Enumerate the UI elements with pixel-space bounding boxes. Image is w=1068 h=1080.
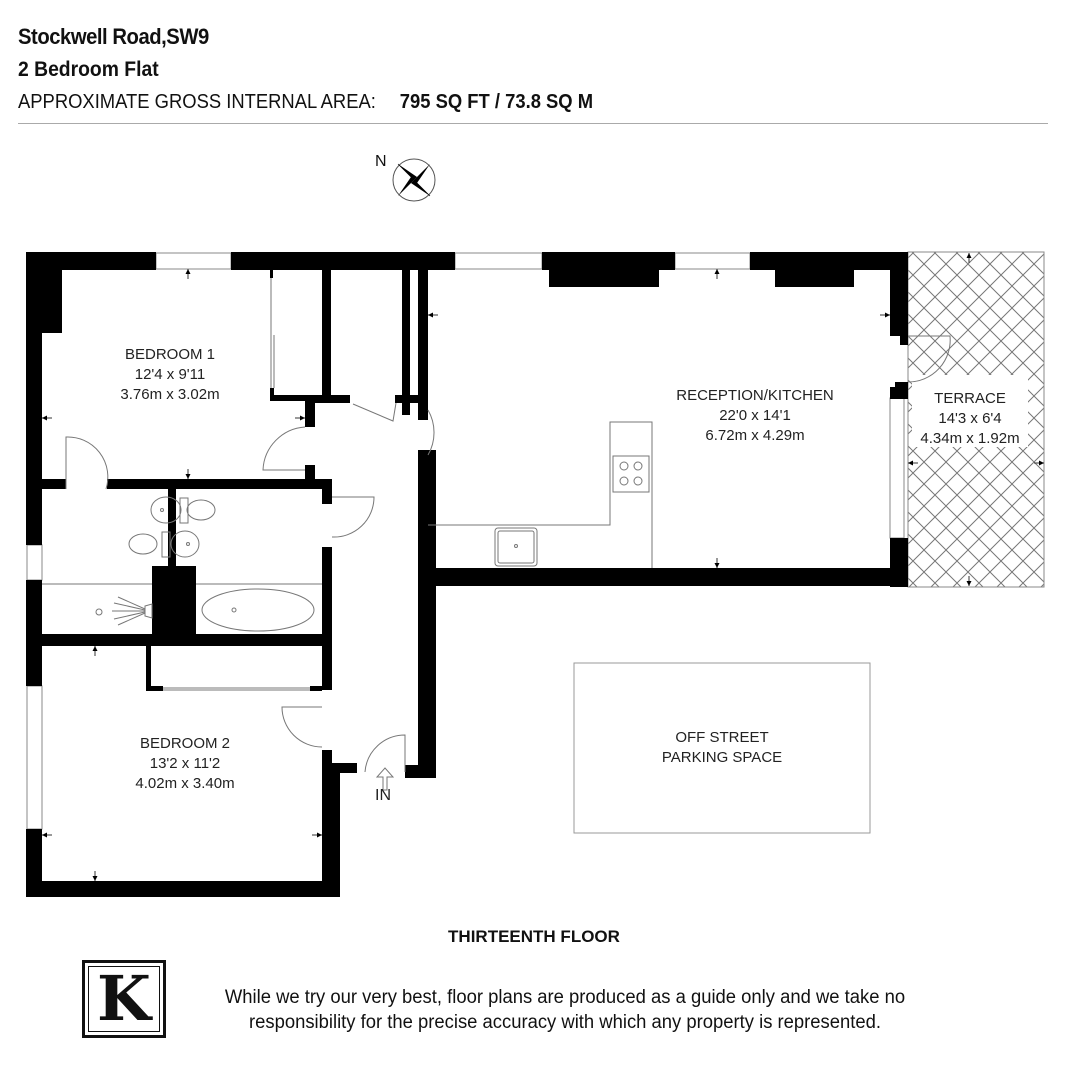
entrance-label: IN <box>375 787 391 804</box>
room-dimensions-metric: 4.02m x 3.40m <box>135 775 235 792</box>
room-bedroom-2: BEDROOM 2 13'2 x 11'2 4.02m x 3.40m <box>85 734 285 794</box>
room-terrace: TERRACE 14'3 x 6'4 4.34m x 1.92m <box>912 389 1028 449</box>
room-name: BEDROOM 1 <box>124 346 215 363</box>
room-reception-kitchen: RECEPTION/KITCHEN 22'0 x 14'1 6.72m x 4.… <box>640 386 870 446</box>
room-dimensions-imperial: 12'4 x 9'11 <box>134 366 206 383</box>
agency-logo: K <box>82 960 166 1038</box>
walls <box>26 252 908 897</box>
property-address: Stockwell Road,SW9 <box>18 24 209 49</box>
room-name: TERRACE <box>934 390 1006 407</box>
parking-space: OFF STREET PARKING SPACE <box>574 728 870 768</box>
property-type: 2 Bedroom Flat <box>18 58 159 81</box>
parking-label-line1: OFF STREET <box>675 729 769 746</box>
logo-letter: K <box>88 966 160 1032</box>
disclaimer-line-2: responsibility for the precise accuracy … <box>248 1012 882 1033</box>
area-label: APPROXIMATE GROSS INTERNAL AREA: <box>18 91 376 113</box>
area-value: 795 SQ FT / 73.8 SQ M <box>399 91 594 113</box>
room-bedroom-1: BEDROOM 1 12'4 x 9'11 3.76m x 3.02m <box>70 345 270 405</box>
disclaimer-line-1: While we try our very best, floor plans … <box>224 987 906 1008</box>
room-dimensions-imperial: 13'2 x 11'2 <box>149 755 221 772</box>
disclaimer: While we try our very best, floor plans … <box>182 985 948 1035</box>
room-dimensions-metric: 6.72m x 4.29m <box>705 427 805 444</box>
header-divider <box>18 123 1048 124</box>
compass-north-label: N <box>375 153 387 170</box>
room-dimensions-imperial: 22'0 x 14'1 <box>719 407 791 424</box>
floor-label: THIRTEENTH FLOOR <box>448 927 620 946</box>
gross-internal-area: APPROXIMATE GROSS INTERNAL AREA: 795 SQ F… <box>18 91 593 114</box>
parking-label-line2: PARKING SPACE <box>661 749 783 766</box>
room-name: BEDROOM 2 <box>139 735 230 752</box>
room-dimensions-metric: 3.76m x 3.02m <box>120 386 220 403</box>
entrance-arrow-icon <box>375 767 395 791</box>
room-dimensions-metric: 4.34m x 1.92m <box>920 430 1020 447</box>
room-name: RECEPTION/KITCHEN <box>676 387 834 404</box>
room-dimensions-imperial: 14'3 x 6'4 <box>938 410 1002 427</box>
compass-icon: N <box>375 153 436 202</box>
